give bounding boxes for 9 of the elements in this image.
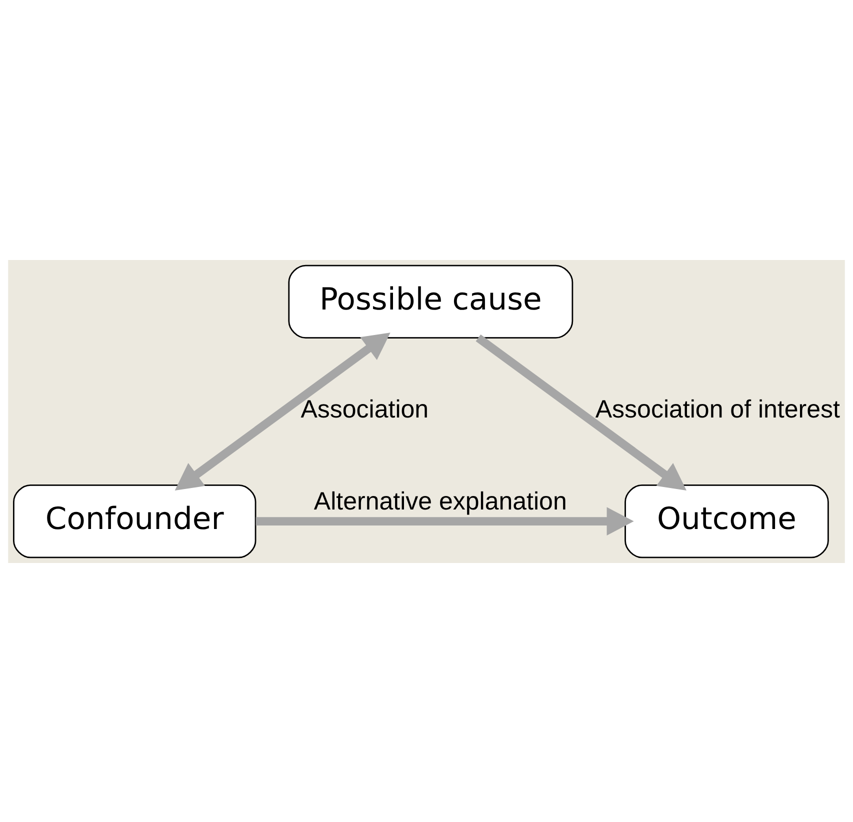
arrow xyxy=(476,334,686,490)
edge-label: Alternative explanation xyxy=(314,486,567,515)
edge-label: Association of interest xyxy=(595,395,840,424)
edge-label: Association xyxy=(300,395,429,424)
node-box: Outcome xyxy=(624,484,829,558)
arrow xyxy=(174,332,390,490)
node-box: Confounder xyxy=(13,484,256,558)
arrow xyxy=(256,506,634,535)
node-box: Possible cause xyxy=(288,264,574,338)
